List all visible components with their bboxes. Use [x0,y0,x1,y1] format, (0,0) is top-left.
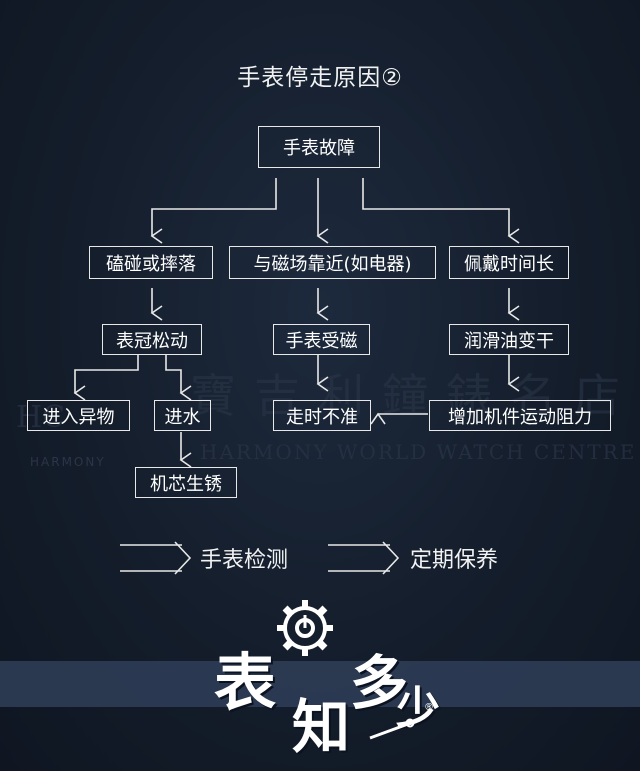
node-root: 手表故障 [258,126,380,168]
node-crown-loose: 表冠松动 [102,324,202,355]
watch-hand-icon [369,718,415,740]
gear-icon [277,600,333,656]
registered-mark: ® [424,702,434,713]
node-impact: 磕碰或摔落 [89,246,213,279]
node-foreign-matter: 进入异物 [27,400,130,431]
connector-split-water [165,355,192,401]
double-arrow-2-head [382,541,400,575]
double-arrow-1-head [174,541,192,575]
logo-band [0,661,640,707]
node-long-wear: 佩戴时间长 [449,246,569,279]
watermark-logo-text: HARMONY [30,455,106,469]
watermark-logo-mark: HC [16,400,66,435]
connector-root-left [150,178,277,244]
watermark-english: HARMONY WORLD WATCH CENTRE [200,440,637,464]
node-water: 进水 [154,400,211,431]
connector-root-right [362,178,520,244]
node-oil-dry: 润滑油变干 [449,324,569,355]
page-title: 手表停走原因② [237,65,403,91]
step-inspection: 手表检测 [200,548,289,573]
node-magnetic-field: 与磁场靠近(如电器) [229,246,436,279]
connector-split-foreign [73,355,139,401]
node-resistance: 增加机件运动阻力 [429,400,611,431]
node-magnetized: 手表受磁 [273,324,370,355]
node-inaccurate: 走时不准 [273,400,371,431]
step-maintenance: 定期保养 [410,548,499,573]
node-rust: 机芯生锈 [135,467,237,498]
logo-char-zhi: 知 [292,693,351,761]
logo-char-biao: 表 [214,646,277,719]
logo-char-duo: 多 [350,649,409,717]
